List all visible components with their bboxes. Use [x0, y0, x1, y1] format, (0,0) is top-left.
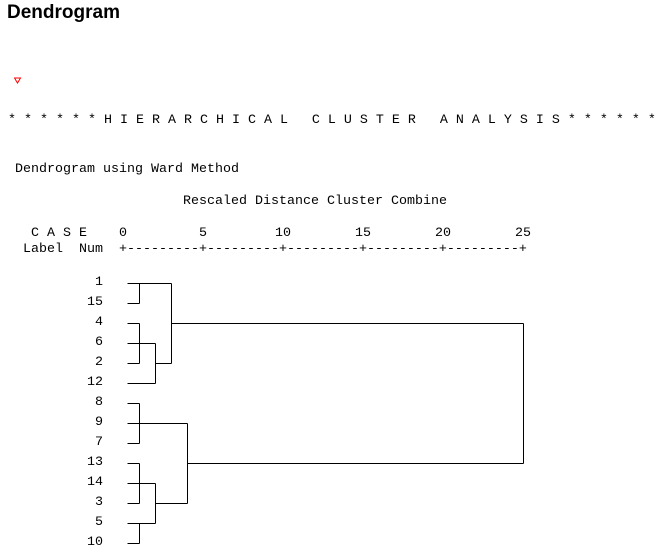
case-label: 10 — [87, 535, 103, 550]
case-label: 4 — [95, 315, 103, 330]
tick-label: 20 — [435, 226, 451, 241]
tick-label: 5 — [199, 226, 207, 241]
chart-title: Rescaled Distance Cluster Combine — [183, 194, 447, 209]
case-label: 3 — [95, 495, 103, 510]
case-label: 8 — [95, 395, 103, 410]
case-label: 7 — [95, 435, 103, 450]
case-label: 13 — [87, 455, 103, 470]
case-header: C A S E — [31, 226, 87, 241]
label-num-header: Label Num — [23, 242, 103, 257]
page-title: Dendrogram — [7, 2, 120, 23]
case-label: 5 — [95, 515, 103, 530]
analysis-banner: * * * * * * H I E R A R C H I C A L C L … — [8, 113, 656, 128]
case-label: 6 — [95, 335, 103, 350]
tick-label: 25 — [515, 226, 531, 241]
case-label: 2 — [95, 355, 103, 370]
case-label: 1 — [95, 275, 103, 290]
chart-subtitle: Dendrogram using Ward Method — [15, 162, 239, 177]
case-label: 9 — [95, 415, 103, 430]
axis-line: +---------+---------+---------+---------… — [119, 242, 527, 257]
case-label: 12 — [87, 375, 103, 390]
tick-label: 10 — [275, 226, 291, 241]
case-label: 14 — [87, 475, 103, 490]
case-label: 15 — [87, 295, 103, 310]
triangle-down-icon[interactable] — [6, 54, 22, 90]
tick-label: 15 — [355, 226, 371, 241]
tick-label: 0 — [119, 226, 127, 241]
